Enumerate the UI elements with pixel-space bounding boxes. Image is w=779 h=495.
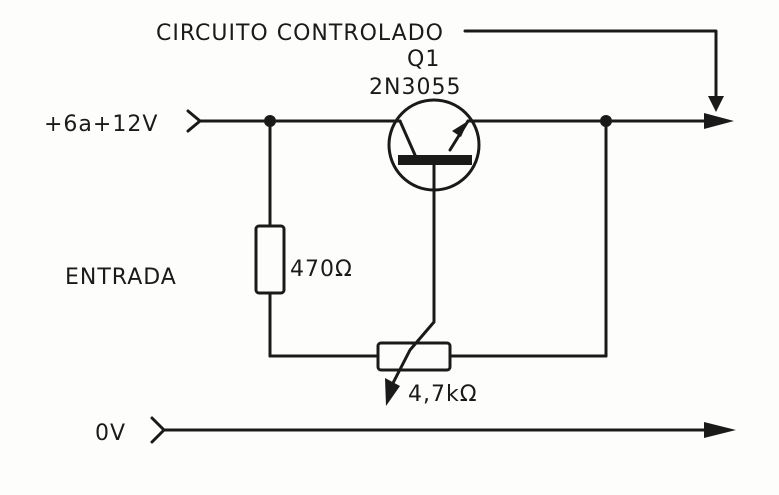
transistor-ref-label: Q1	[407, 47, 440, 72]
ground-terminal	[150, 416, 166, 444]
controlled-arrow-icon	[708, 96, 724, 112]
potentiometer	[376, 341, 452, 372]
transistor-base-bar	[398, 155, 472, 165]
base-wiper-wire	[390, 161, 436, 387]
resistor-label: 470Ω	[290, 257, 353, 282]
transistor-part-label: 2N3055	[369, 75, 461, 100]
ground-label: 0V	[95, 421, 126, 446]
resistor-470	[254, 224, 286, 295]
wiper-arrow-icon	[385, 378, 400, 406]
input-label: ENTRADA	[65, 265, 177, 290]
transistor-collector	[398, 119, 417, 157]
circuit-label: CIRCUITO CONTROLADO	[156, 21, 444, 46]
pot-label: 4,7kΩ	[408, 382, 478, 407]
junction-dot	[600, 115, 612, 127]
emitter-arrow-icon	[452, 121, 468, 137]
supply-terminal	[186, 109, 202, 133]
controlled-circuit-wire	[463, 29, 718, 107]
junction-dot	[264, 115, 276, 127]
ground-arrow-icon	[704, 422, 736, 438]
supply-label: +6a+12V	[44, 112, 158, 137]
output-arrow-icon	[704, 113, 734, 129]
